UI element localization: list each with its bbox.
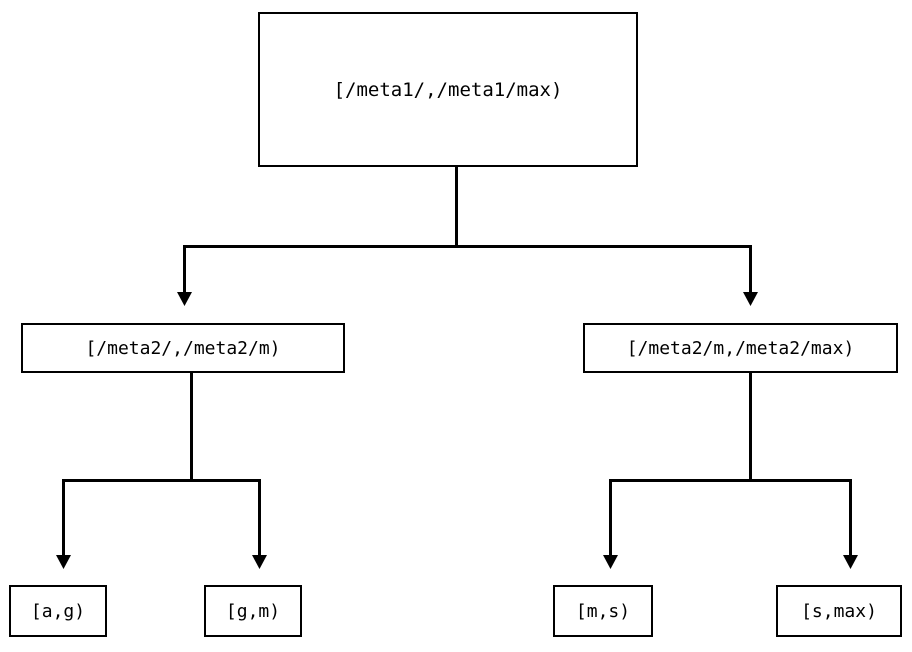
node-leaf-m-s-label: [m,s) xyxy=(575,600,631,622)
node-mid-right[interactable]: [/meta2/m,/meta2/max) xyxy=(583,323,898,373)
node-root-label: [/meta1/,/meta1/max) xyxy=(333,78,563,101)
node-mid-right-label: [/meta2/m,/meta2/max) xyxy=(626,337,855,359)
arrowhead-down-icon xyxy=(56,555,71,569)
node-mid-left-label: [/meta2/,/meta2/m) xyxy=(85,337,281,359)
node-leaf-g-m[interactable]: [g,m) xyxy=(204,585,302,637)
node-mid-left[interactable]: [/meta2/,/meta2/m) xyxy=(21,323,345,373)
node-leaf-g-m-label: [g,m) xyxy=(225,600,281,622)
arrowhead-down-icon xyxy=(743,292,758,306)
node-leaf-a-g-label: [a,g) xyxy=(30,600,86,622)
arrowhead-down-icon xyxy=(177,292,192,306)
arrowhead-down-icon xyxy=(252,555,267,569)
arrowhead-down-icon xyxy=(843,555,858,569)
edge-mid-left-to-leaf-2 xyxy=(191,479,267,569)
node-root[interactable]: [/meta1/,/meta1/max) xyxy=(258,12,638,167)
node-leaf-a-g[interactable]: [a,g) xyxy=(9,585,107,637)
edge-root-to-mid-left xyxy=(177,167,458,306)
node-leaf-s-max[interactable]: [s,max) xyxy=(776,585,902,637)
edge-mid-right-to-leaf-4 xyxy=(750,479,858,569)
node-leaf-s-max-label: [s,max) xyxy=(801,600,877,622)
arrowhead-down-icon xyxy=(603,555,618,569)
edge-root-to-mid-right xyxy=(456,245,758,306)
edge-mid-left-to-leaf-1 xyxy=(56,373,193,569)
edge-mid-right-to-leaf-3 xyxy=(603,373,752,569)
node-leaf-m-s[interactable]: [m,s) xyxy=(553,585,653,637)
